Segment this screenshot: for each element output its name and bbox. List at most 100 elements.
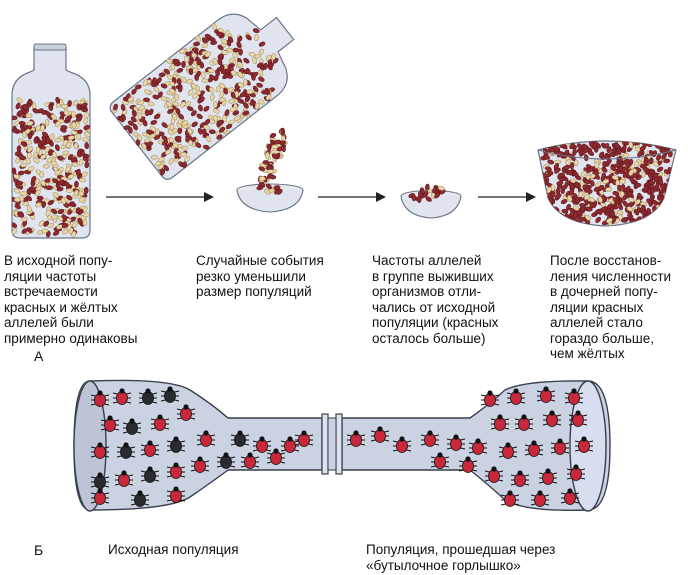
yellow-bean <box>234 115 241 121</box>
red-bean <box>215 69 220 77</box>
red-bean <box>228 36 234 43</box>
red-bean <box>161 140 169 146</box>
yellow-bean <box>595 181 602 188</box>
red-bean <box>57 155 64 161</box>
red-beetle <box>190 456 210 473</box>
beans-bottle2 <box>112 23 279 176</box>
red-bean <box>554 167 560 174</box>
beans-survivor <box>408 183 446 203</box>
red-bean <box>188 68 194 75</box>
beetles <box>90 386 594 507</box>
yellow-bean <box>20 191 28 196</box>
yellow-bean <box>70 130 78 135</box>
yellow-bean <box>271 144 279 150</box>
red-beetle <box>560 488 580 505</box>
red-bean <box>185 135 191 143</box>
red-bean <box>256 185 264 191</box>
red-bean <box>143 97 150 103</box>
red-bean <box>592 170 600 175</box>
red-bean <box>601 172 606 180</box>
yellow-bean <box>200 71 206 79</box>
yellow-bean <box>228 98 236 104</box>
red-bean <box>423 190 429 198</box>
red-bean <box>64 181 71 188</box>
red-bean <box>581 144 589 150</box>
red-bean <box>166 142 174 148</box>
yellow-bean <box>254 102 260 110</box>
yellow-bean <box>221 38 228 45</box>
yellow-bean <box>166 58 173 65</box>
red-bean <box>563 164 571 170</box>
red-bean <box>425 183 430 191</box>
red-bean <box>574 181 580 189</box>
red-bean <box>236 41 242 48</box>
red-beetle <box>564 388 584 405</box>
red-beetle <box>538 468 558 485</box>
yellow-bean <box>565 159 572 165</box>
red-beetle <box>240 452 260 469</box>
red-bean <box>83 125 90 130</box>
black-beetle <box>90 472 110 489</box>
red-bean <box>74 180 79 188</box>
red-beetle <box>458 456 478 473</box>
red-bean <box>178 85 183 93</box>
red-bean <box>601 166 608 173</box>
yellow-bean <box>258 99 265 105</box>
yellow-bean <box>258 176 266 181</box>
beans-small-bowl <box>256 181 283 195</box>
yellow-bean <box>191 83 197 90</box>
red-bean <box>569 142 575 150</box>
original-population-bottle <box>11 43 91 239</box>
yellow-bean <box>172 101 180 107</box>
red-bean <box>161 122 168 128</box>
red-bean <box>12 115 18 121</box>
red-beetle <box>166 462 186 479</box>
yellow-bean <box>147 101 155 107</box>
red-bean <box>230 91 236 99</box>
yellow-bean <box>27 166 35 172</box>
red-bean <box>27 132 33 140</box>
red-bean <box>146 129 153 135</box>
red-bean <box>547 159 555 165</box>
red-bean <box>181 61 186 68</box>
black-beetle <box>140 466 160 483</box>
yellow-bean <box>46 157 53 164</box>
yellow-bean <box>583 194 591 200</box>
red-bean <box>583 179 591 185</box>
yellow-bean <box>137 112 142 120</box>
red-bean <box>558 212 563 220</box>
red-bean <box>202 128 207 136</box>
yellow-bean <box>78 159 84 166</box>
yellow-bean <box>265 151 270 159</box>
red-bean <box>18 121 26 126</box>
red-bean <box>61 214 68 221</box>
panel-label-a: А <box>34 348 44 364</box>
yellow-bean <box>206 135 212 143</box>
red-bean <box>667 202 674 209</box>
red-bean <box>45 137 51 145</box>
yellow-bean <box>605 187 613 192</box>
yellow-bean <box>13 120 20 127</box>
red-beetle <box>140 440 160 457</box>
yellow-bean <box>577 191 584 198</box>
red-bean <box>280 128 286 136</box>
yellow-bean <box>76 133 82 141</box>
yellow-bean <box>40 179 46 187</box>
red-bean <box>659 184 667 191</box>
yellow-bean <box>35 124 41 132</box>
red-bean <box>425 196 432 202</box>
yellow-bean <box>180 101 186 108</box>
red-bean <box>243 57 250 64</box>
yellow-bean <box>172 142 179 149</box>
red-bean <box>265 164 273 170</box>
red-bean <box>20 141 27 147</box>
yellow-bean <box>13 188 21 194</box>
yellow-bean <box>567 195 573 202</box>
yellow-bean <box>254 34 259 41</box>
red-bean <box>54 144 60 152</box>
yellow-bean <box>168 158 174 165</box>
red-bean <box>667 197 674 204</box>
daughter-population-bowl <box>537 140 677 227</box>
red-bean <box>152 77 157 85</box>
black-beetle <box>216 452 236 469</box>
